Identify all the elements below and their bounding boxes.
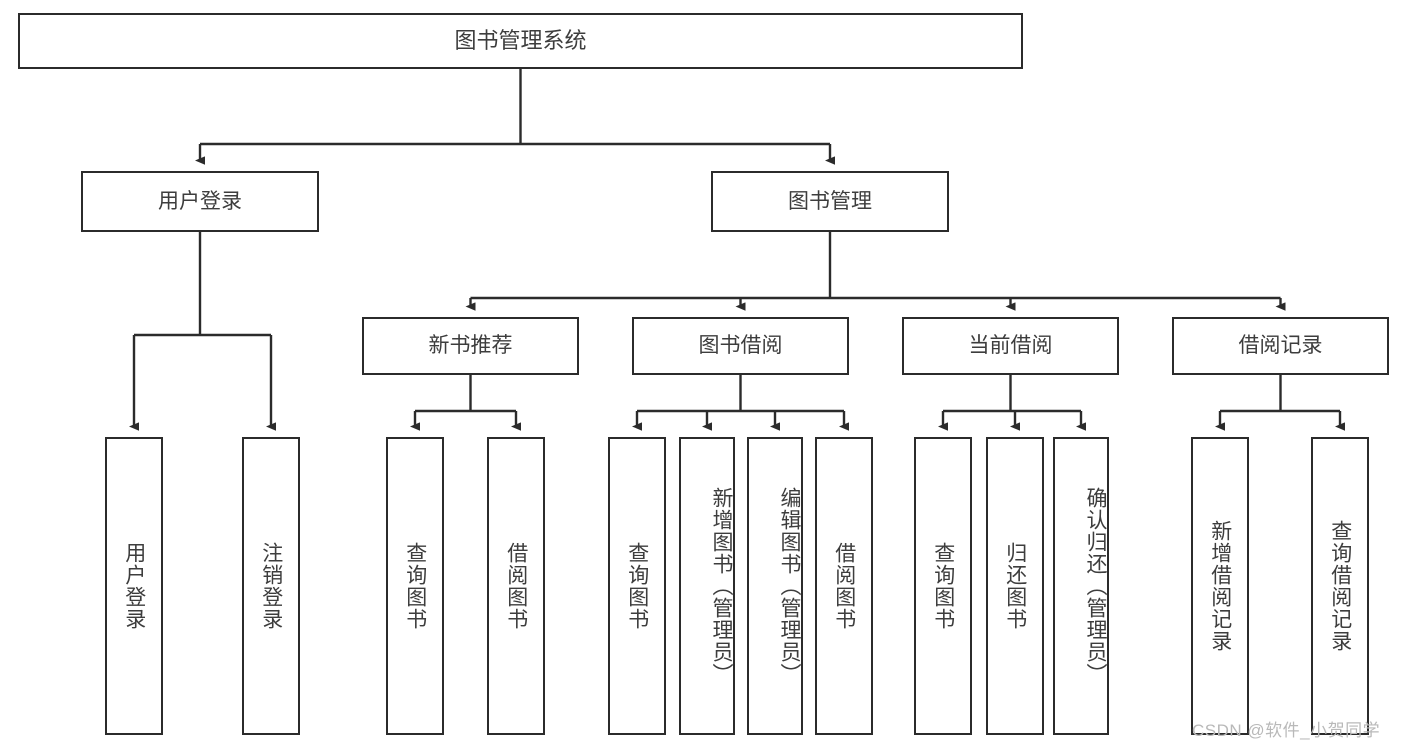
node-current-borrow-label: 当前借阅 (968, 334, 1053, 358)
node-book-borrow[interactable]: 图书借阅 (632, 317, 849, 375)
node-leaf-borrow-book-1-label: 借阅图书 (504, 542, 528, 630)
node-leaf-query-book-3-label: 查询图书 (931, 542, 955, 630)
node-leaf-add-book[interactable]: 新增图书（管理员） (679, 437, 735, 735)
node-leaf-user-logout[interactable]: 注销登录 (242, 437, 300, 735)
node-leaf-user-login-label: 用户登录 (122, 542, 146, 630)
node-leaf-confirm-return[interactable]: 确认归还（管理员） (1053, 437, 1109, 735)
node-book-borrow-label: 图书借阅 (698, 334, 783, 358)
node-leaf-query-book-1[interactable]: 查询图书 (386, 437, 444, 735)
node-new-book-recommend-label: 新书推荐 (428, 334, 513, 358)
node-leaf-return-book[interactable]: 归还图书 (986, 437, 1044, 735)
node-leaf-add-record-label: 新增借阅记录 (1208, 520, 1232, 652)
node-user-login[interactable]: 用户登录 (81, 171, 319, 232)
node-leaf-borrow-book-1[interactable]: 借阅图书 (487, 437, 545, 735)
node-leaf-query-book-2[interactable]: 查询图书 (608, 437, 666, 735)
node-leaf-confirm-return-label: 确认归还（管理员） (1084, 487, 1107, 685)
node-leaf-query-book-2-label: 查询图书 (625, 542, 649, 630)
node-leaf-borrow-book-2[interactable]: 借阅图书 (815, 437, 873, 735)
node-new-book-recommend[interactable]: 新书推荐 (362, 317, 579, 375)
node-borrow-record-label: 借阅记录 (1238, 334, 1323, 358)
node-root[interactable]: 图书管理系统 (18, 13, 1023, 69)
node-leaf-add-record[interactable]: 新增借阅记录 (1191, 437, 1249, 735)
node-leaf-query-record[interactable]: 查询借阅记录 (1311, 437, 1369, 735)
node-current-borrow[interactable]: 当前借阅 (902, 317, 1119, 375)
node-leaf-borrow-book-2-label: 借阅图书 (832, 542, 856, 630)
node-leaf-edit-book[interactable]: 编辑图书（管理员） (747, 437, 803, 735)
node-leaf-query-book-1-label: 查询图书 (403, 542, 427, 630)
node-leaf-return-book-label: 归还图书 (1003, 542, 1027, 630)
node-leaf-add-book-label: 新增图书（管理员） (710, 487, 733, 685)
node-root-label: 图书管理系统 (454, 27, 587, 53)
node-borrow-record[interactable]: 借阅记录 (1172, 317, 1389, 375)
watermark: CSDN @软件_小贺同学 (1192, 721, 1381, 740)
node-leaf-user-login[interactable]: 用户登录 (105, 437, 163, 735)
node-book-manage-label: 图书管理 (788, 189, 872, 213)
node-user-login-label: 用户登录 (158, 189, 242, 213)
node-leaf-user-logout-label: 注销登录 (259, 542, 283, 630)
node-leaf-query-record-label: 查询借阅记录 (1328, 520, 1352, 652)
node-leaf-edit-book-label: 编辑图书（管理员） (778, 487, 801, 685)
node-leaf-query-book-3[interactable]: 查询图书 (914, 437, 972, 735)
node-book-manage[interactable]: 图书管理 (711, 171, 949, 232)
